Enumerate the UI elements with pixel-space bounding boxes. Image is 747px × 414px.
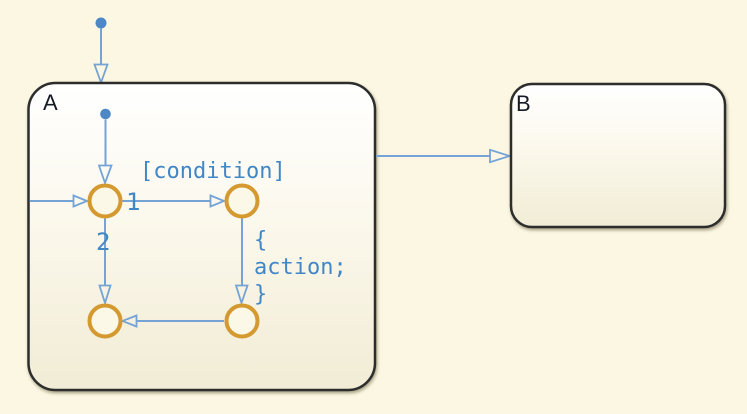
arrowhead-down-icon [93, 63, 109, 86]
action-label-body: action; [254, 255, 347, 280]
arrowhead-down-icon [234, 284, 249, 306]
arrowhead-down-icon [98, 284, 112, 307]
default-transition-origin-dot [95, 17, 107, 29]
default-transition-to-junction[interactable] [97, 108, 113, 186]
default-transition-origin-dot [100, 108, 111, 120]
arrowhead-right-icon [209, 194, 227, 208]
arrowhead-down-icon [97, 164, 113, 186]
state-b-box[interactable] [509, 82, 727, 229]
action-label-open-brace: { [254, 228, 267, 253]
transition-execution-order-1-label[interactable]: 1 [126, 188, 140, 216]
transition-top-left-to-bottom-left[interactable] [98, 218, 112, 307]
junction-bottom-left[interactable] [87, 303, 123, 339]
junction-bottom-right[interactable] [224, 303, 260, 339]
transition-edge-to-top-left-junction[interactable] [29, 194, 90, 208]
arrowhead-right-icon [489, 148, 513, 164]
transition-state-a-to-state-b[interactable] [376, 148, 513, 164]
junction-top-left[interactable] [87, 183, 123, 219]
transition-execution-order-2-label[interactable]: 2 [96, 228, 110, 256]
action-label-close-brace: } [254, 282, 267, 307]
default-transition-to-state-a[interactable] [93, 17, 109, 86]
transition-action-label[interactable]: { action; } [254, 228, 347, 307]
state-a-box[interactable] [27, 81, 377, 392]
junction-top-right[interactable] [224, 183, 260, 219]
state-a-label[interactable]: A [43, 90, 58, 115]
state-a[interactable]: A [27, 81, 377, 392]
transition-bottom-right-to-bottom-left[interactable] [120, 314, 225, 328]
arrowhead-left-icon [120, 314, 138, 328]
state-b-label[interactable]: B [516, 91, 531, 116]
transition-condition-label[interactable]: [condition] [140, 159, 286, 184]
transition-top-right-to-bottom-right[interactable] [234, 218, 249, 306]
state-b[interactable]: B [509, 82, 727, 229]
arrowhead-right-icon [72, 194, 90, 208]
transition-top-left-to-top-right[interactable] [122, 194, 227, 208]
